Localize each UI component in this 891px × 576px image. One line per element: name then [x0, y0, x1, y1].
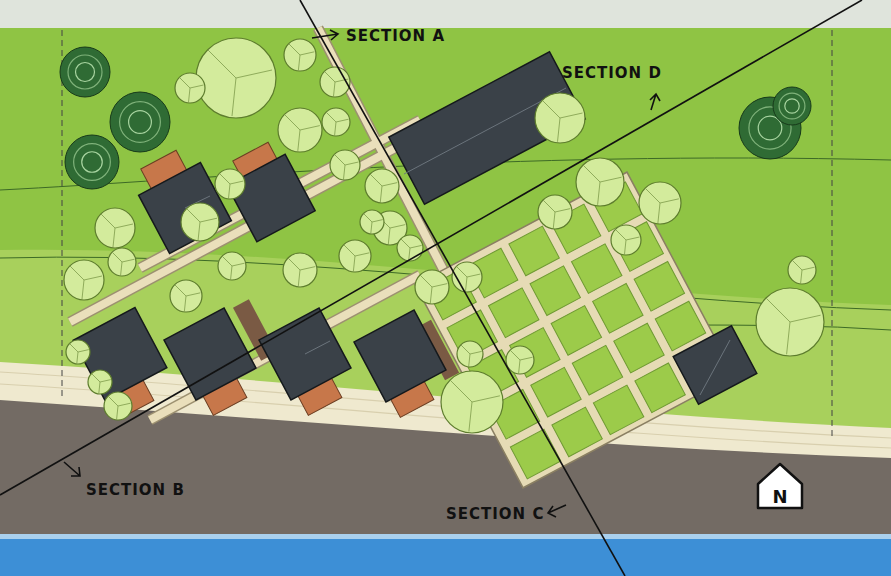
water [0, 536, 891, 576]
tree [420, 275, 447, 303]
tree [170, 280, 202, 312]
tree [284, 39, 316, 71]
tree [543, 101, 583, 142]
tree [289, 44, 315, 70]
tree [326, 112, 348, 135]
tree [108, 396, 130, 419]
north-label: N [772, 486, 787, 508]
tree [766, 298, 820, 354]
tree [543, 200, 570, 228]
section-label: SECTION B [86, 481, 185, 499]
section-lines [0, 0, 862, 576]
tree [370, 174, 397, 202]
tree [66, 340, 90, 364]
tree [510, 350, 532, 373]
tree [92, 374, 111, 394]
section-label: SECTION C [446, 505, 544, 523]
tree [175, 73, 205, 103]
tree [325, 72, 349, 97]
tree [788, 256, 816, 284]
tree [365, 169, 399, 203]
tree [535, 93, 585, 143]
tree [450, 380, 500, 431]
tree [101, 214, 133, 247]
tree [616, 230, 640, 255]
tree [322, 108, 350, 136]
tree [175, 285, 201, 311]
garden-plots [415, 172, 735, 488]
tree [120, 102, 161, 143]
tree [785, 99, 799, 113]
north-arrow-symbol [758, 464, 802, 508]
lower-lawn [0, 250, 891, 576]
tree [215, 169, 245, 199]
section-label: SECTION A [346, 27, 445, 45]
tree [639, 182, 681, 224]
tree [129, 111, 152, 134]
tree [104, 392, 132, 420]
tree [457, 341, 483, 367]
tree [457, 267, 481, 292]
tree [415, 270, 449, 304]
tree [278, 108, 322, 152]
tree [95, 208, 135, 248]
tree [285, 115, 320, 151]
tree [792, 260, 814, 283]
dune [0, 362, 891, 576]
tree [779, 93, 805, 119]
tree [82, 152, 103, 173]
tree [218, 252, 246, 280]
tree [70, 344, 89, 364]
tree [70, 266, 102, 299]
road [0, 0, 891, 28]
tree [196, 38, 276, 118]
tree [397, 235, 423, 261]
tree [576, 158, 624, 206]
tree [611, 225, 641, 255]
tree [108, 248, 136, 276]
tree [68, 55, 102, 89]
tree [208, 50, 272, 116]
tree [335, 155, 359, 180]
tree [222, 256, 244, 279]
tree [220, 174, 244, 199]
tree [65, 135, 119, 189]
houses [73, 52, 757, 405]
tree [401, 239, 422, 260]
tree [88, 370, 112, 394]
tree [461, 345, 482, 366]
tree [288, 258, 315, 286]
tree [538, 195, 572, 229]
tree [773, 87, 811, 125]
tree [112, 252, 134, 275]
tree [583, 165, 621, 205]
trees [60, 38, 824, 433]
tree [330, 150, 360, 180]
tree [181, 203, 219, 241]
tree [74, 144, 111, 181]
tree [506, 346, 534, 374]
tree [283, 253, 317, 287]
tree [339, 240, 371, 272]
tree [187, 209, 217, 240]
section-label: SECTION D [562, 64, 662, 82]
tree [360, 210, 384, 234]
tree [441, 371, 503, 433]
tree [756, 288, 824, 356]
tree [180, 78, 204, 103]
tree [60, 47, 110, 97]
tree [110, 92, 170, 152]
beach [0, 400, 891, 576]
tree [364, 214, 383, 234]
tree [76, 63, 95, 82]
tree [64, 260, 104, 300]
tree [344, 245, 370, 271]
tree [645, 188, 679, 223]
